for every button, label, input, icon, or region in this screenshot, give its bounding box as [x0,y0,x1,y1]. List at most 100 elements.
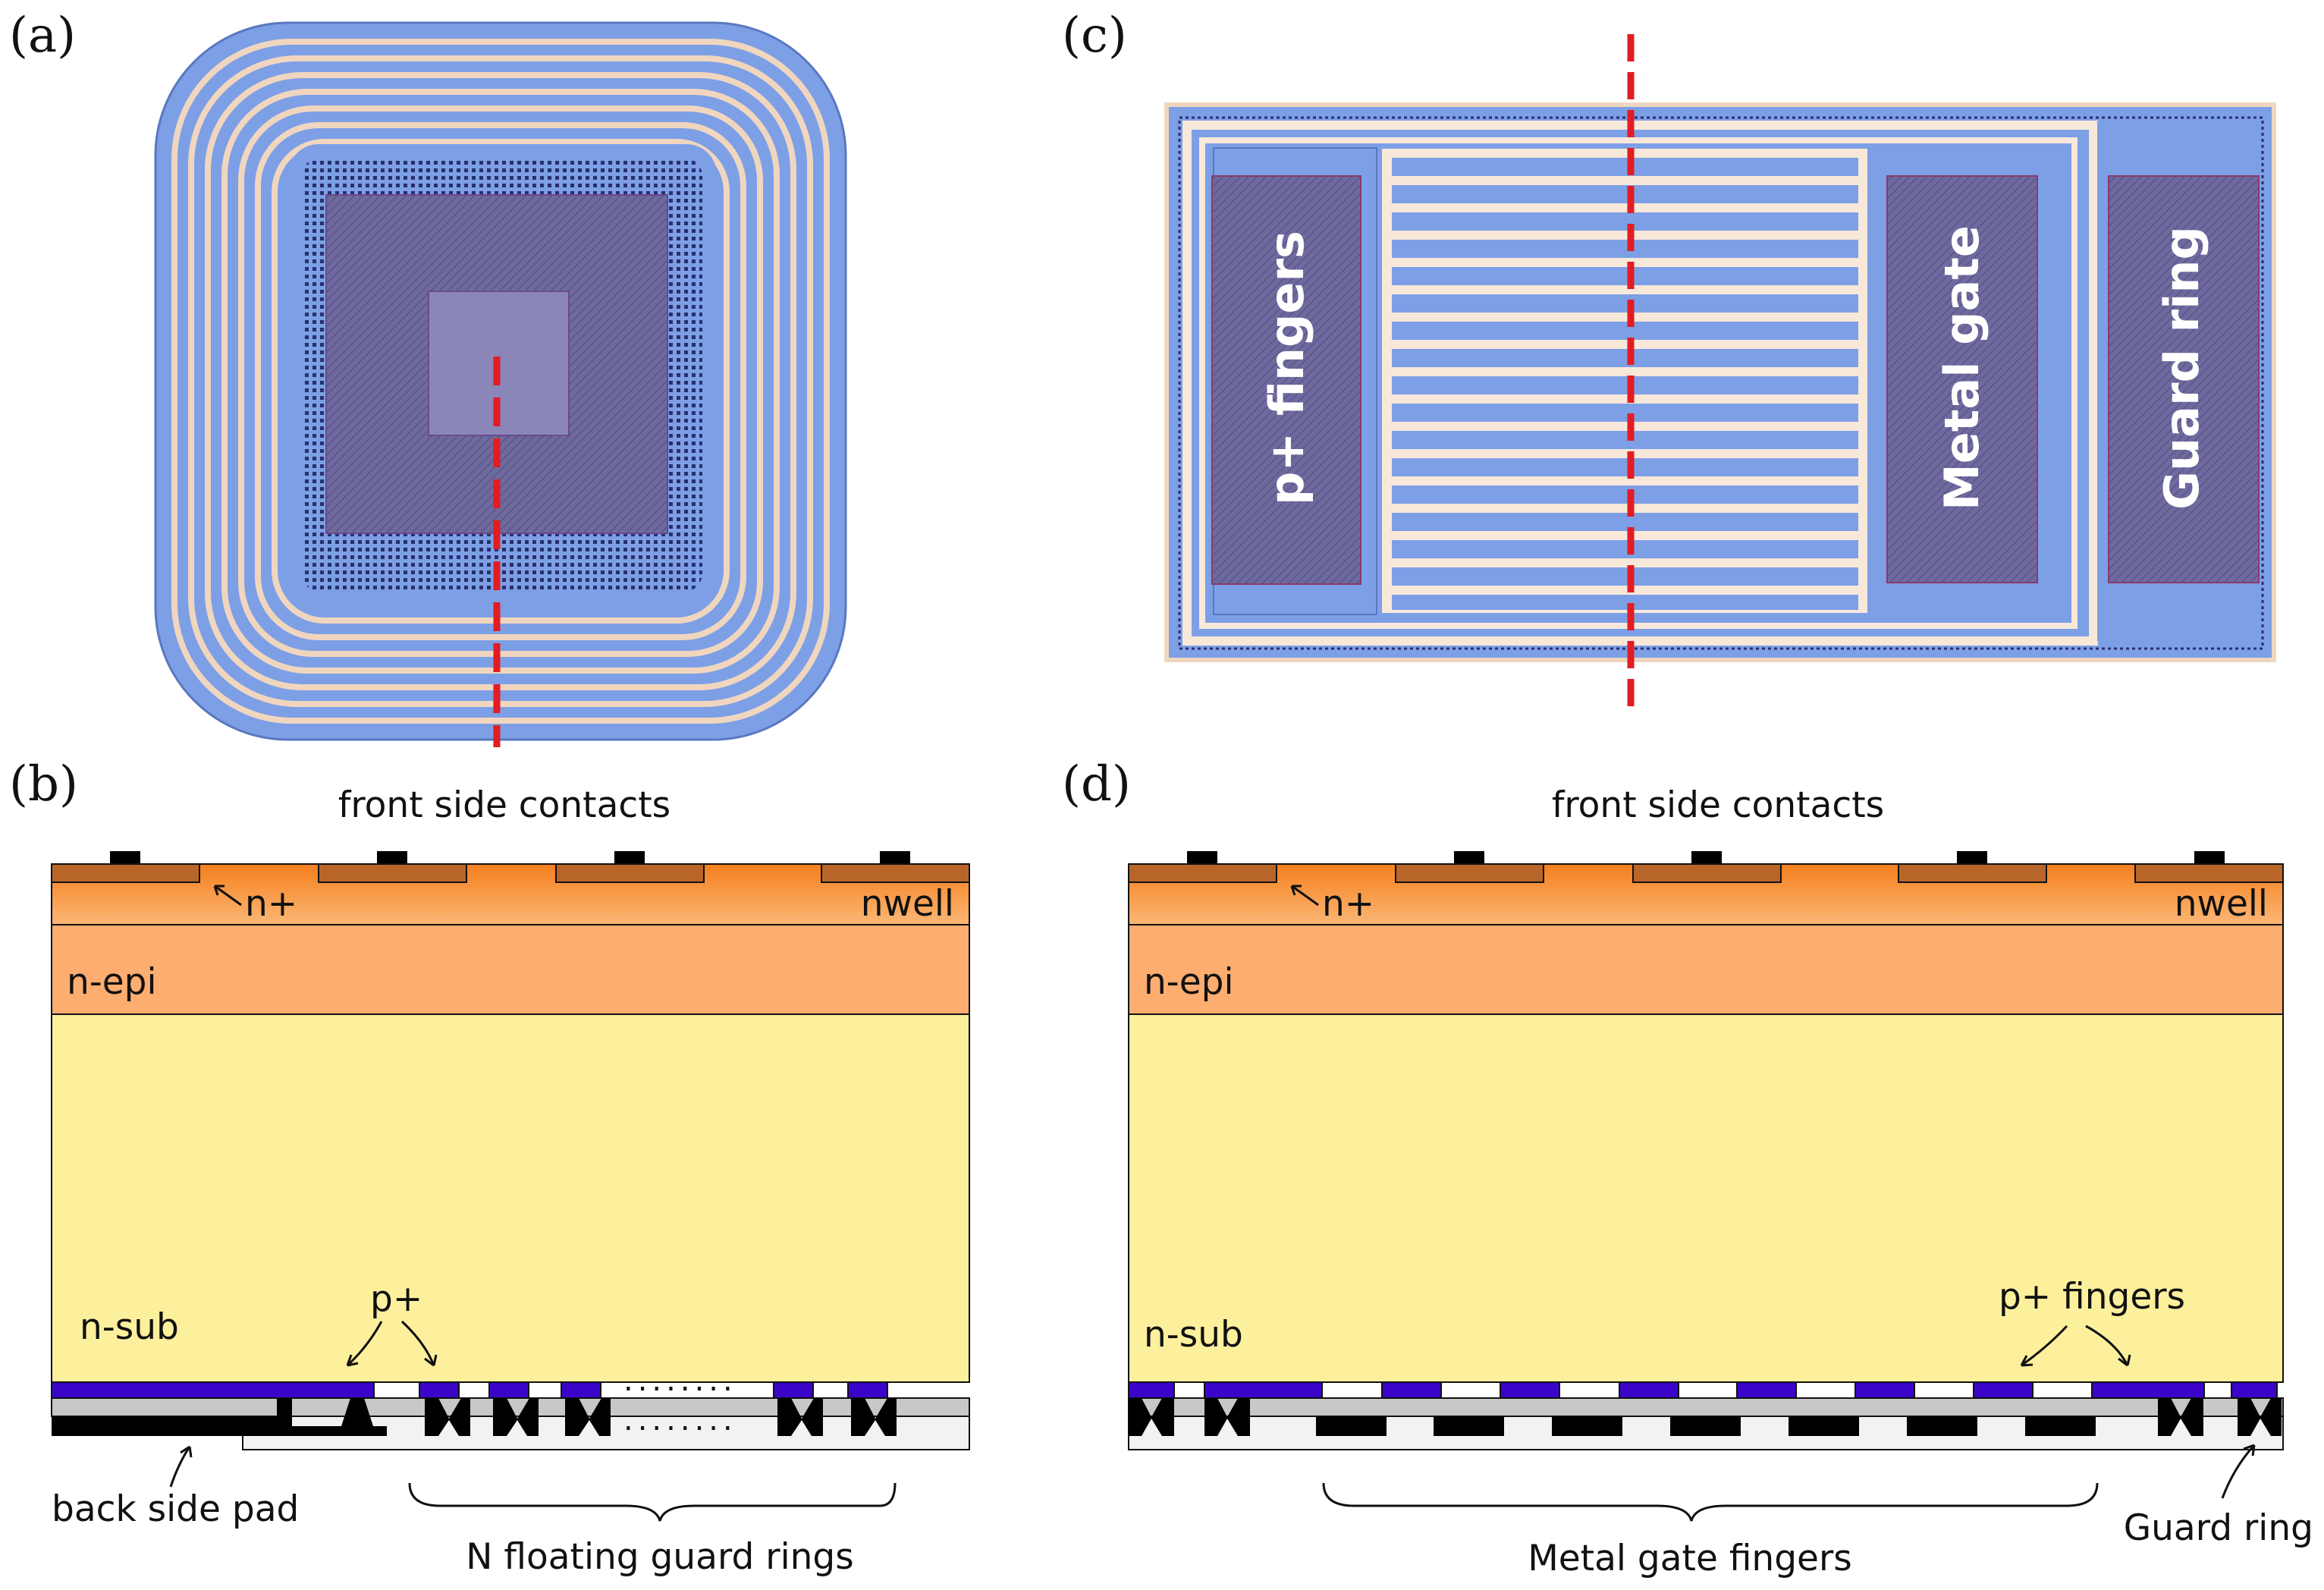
p-plus-implant [773,1381,814,1399]
guard-ring-layout [154,21,847,741]
panel-d-letter: (d) [1062,756,1131,812]
panel-c-letter: (c) [1062,8,1127,64]
p-fingers-arrow [2021,1324,2068,1367]
p-fingers-label: p+ fingers [1259,231,1314,505]
p-plus-finger [1128,1381,1175,1399]
gate-fingers-brace [1322,1482,2099,1522]
nwell-layer [51,863,970,925]
panel-b: (b) front side contacts n+ [9,756,970,1578]
n-plus-arrow [214,885,242,907]
n-plus-implant [51,863,200,883]
n-epi-label: n-epi [1144,961,1234,1003]
front-contact [1691,851,1722,864]
nwell-label: nwell [2175,883,2268,925]
back-side-pad-label: back side pad [52,1488,299,1530]
panel-a-letter: (a) [9,8,76,64]
back-pad-arrow [169,1446,191,1488]
front-contact [880,851,910,864]
p-plus-arrow [400,1320,435,1366]
gate-layout [1164,102,2276,662]
n-plus-implant [1395,863,1544,883]
p-plus-label: p+ [370,1278,422,1320]
n-sub-layer [51,1013,970,1383]
p-plus-finger [1500,1381,1560,1399]
n-plus-implant [318,863,467,883]
gate-metal [2025,1416,2096,1436]
back-metal [247,1398,387,1436]
n-epi-layer [1128,924,2284,1015]
gate-fingers-label: Metal gate fingers [1528,1538,1852,1579]
p-plus-implant [51,1381,375,1399]
gate-metal [1670,1416,1741,1436]
p-plus-implant [847,1381,888,1399]
n-epi-label: n-epi [67,961,157,1003]
n-plus-implant [821,863,970,883]
n-epi-layer [51,924,970,1015]
front-side-label: front side contacts [1552,784,1884,826]
front-side-label: front side contacts [338,784,671,826]
metal-gate-fingers [1392,158,1858,610]
guard-ring-arrow [2221,1444,2256,1499]
front-contact [1454,851,1484,864]
back-side-pad-metal [52,1416,247,1436]
oxide-layer [1128,1397,2284,1417]
p-fingers-label: p+ fingers [1999,1276,2185,1318]
p-plus-finger [1854,1381,1915,1399]
p-plus-implant [561,1381,601,1399]
guard-ring-label: Guard ring [2124,1507,2313,1549]
n-plus-implant [1632,863,1782,883]
gate-metal [1907,1416,1977,1436]
n-sub-label: n-sub [1144,1314,1243,1356]
p-plus-finger [1619,1381,1679,1399]
front-contact [377,851,407,864]
n-plus-arrow [1291,885,1319,907]
panel-c: (c) [1062,8,2276,717]
guard-metal [1129,1398,1174,1436]
panel-a: (a) [9,8,847,747]
front-contact [1187,851,1217,864]
guard-ring-metal [851,1398,897,1436]
p-plus-finger [1973,1381,2034,1399]
guard-rings-brace [408,1482,897,1522]
n-plus-label: n+ [245,883,297,925]
n-plus-implant [1128,863,1277,883]
p-plus-implant [419,1381,460,1399]
gate-metal [1316,1416,1387,1436]
ellipsis-top: ........ [623,1363,737,1398]
guard-ring-label: Guard ring [2154,226,2209,510]
gate-metal [1434,1416,1504,1436]
guard-ring-metal [493,1398,539,1436]
panel-b-letter: (b) [9,756,78,812]
p-fingers-arrow [2085,1324,2129,1366]
gate-metal [1789,1416,1859,1436]
guard-metal [2238,1398,2282,1436]
front-contact [2194,851,2225,864]
p-plus-implant [488,1381,529,1399]
p-plus-arrow [346,1321,383,1367]
contact-metal [2158,1398,2203,1436]
n-sub-label: n-sub [80,1306,179,1348]
p-plus-finger [2091,1381,2205,1399]
front-contact [1957,851,1987,864]
n-plus-implant [555,863,705,883]
front-contact [614,851,645,864]
gate-metal [1552,1416,1622,1436]
p-plus-finger [1381,1381,1442,1399]
p-plus-finger [1736,1381,1797,1399]
contact-metal [1204,1398,1250,1436]
guard-ring-metal [425,1398,470,1436]
nwell-label: nwell [861,883,954,925]
n-sub-layer [1128,1013,2284,1383]
front-contact [110,851,140,864]
ellipsis-bottom: ........ [623,1403,737,1438]
metal-gate-label: Metal gate [1934,225,1990,511]
panel-d: (d) front side contacts [1062,756,2313,1579]
p-plus-finger [1204,1381,1323,1399]
guard-ring-metal [777,1398,823,1436]
n-plus-implant [1898,863,2047,883]
n-plus-implant [2134,863,2284,883]
guard-ring-metal [565,1398,611,1436]
p-plus-finger [2231,1381,2278,1399]
guard-rings-label: N floating guard rings [466,1536,854,1578]
